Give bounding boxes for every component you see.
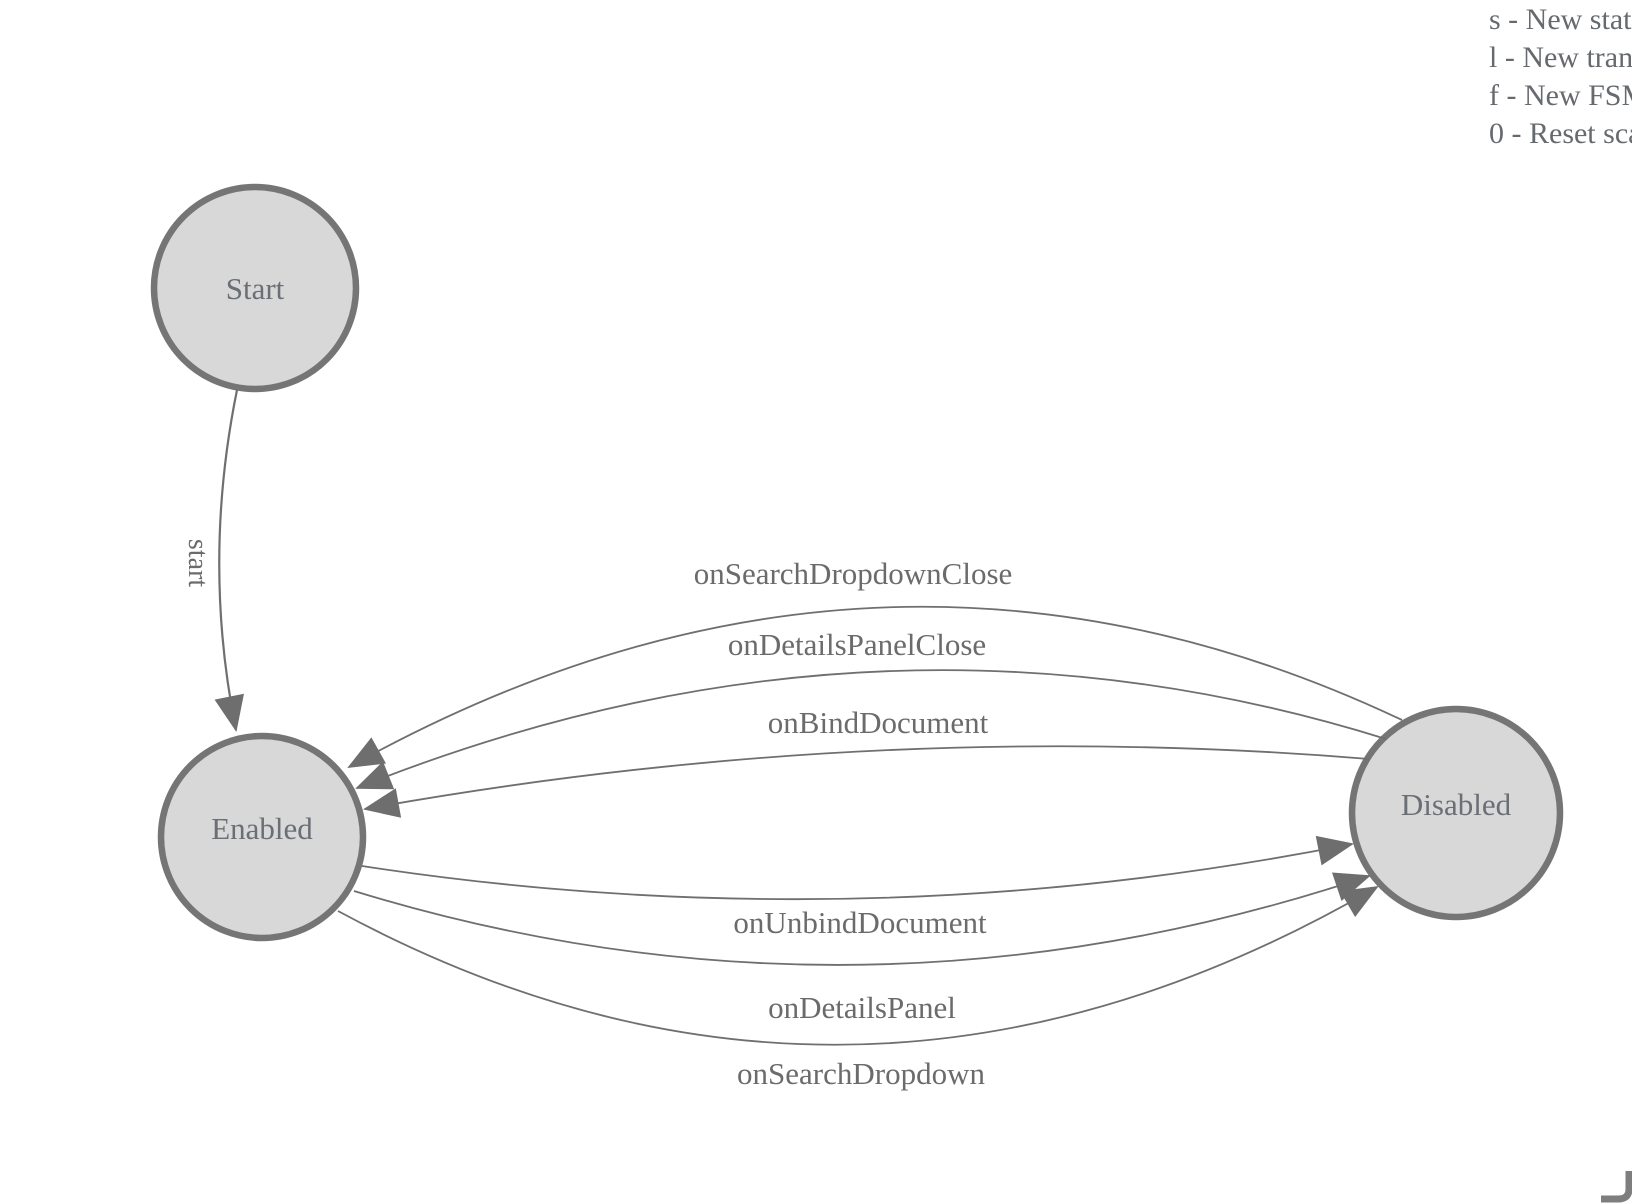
transition-edge-onBindDocument[interactable] bbox=[363, 745, 1370, 818]
state-node-disabled[interactable] bbox=[1348, 705, 1564, 921]
transition-label-onSearchDropdown[interactable]: onSearchDropdown bbox=[737, 1056, 985, 1091]
legend-line-reset-scale: 0 - Reset scale bbox=[1489, 117, 1632, 150]
state-label-start[interactable]: Start bbox=[225, 271, 285, 306]
transition-label-onDetailsPanel[interactable]: onDetailsPanel bbox=[768, 990, 956, 1025]
legend-line-new-fsm: f - New FSM bbox=[1489, 79, 1632, 112]
transition-edge-onSearchDropdown[interactable] bbox=[337, 885, 1379, 1046]
state-node-start[interactable] bbox=[150, 183, 360, 393]
transition-label-start[interactable]: start bbox=[182, 538, 213, 588]
clipped-shape-corner bbox=[1601, 1171, 1632, 1203]
state-label-disabled[interactable]: Disabled bbox=[1400, 787, 1512, 822]
transition-edge-start[interactable] bbox=[214, 389, 244, 732]
transition-edge-onUnbindDocument[interactable] bbox=[361, 835, 1354, 901]
legend-line-new-transition: l - New transition bbox=[1489, 41, 1632, 74]
transition-label-onDetailsPanelClose[interactable]: onDetailsPanelClose bbox=[727, 627, 987, 662]
transition-edge-onSearchDropdownClose[interactable] bbox=[347, 605, 1403, 768]
state-node-enabled[interactable] bbox=[157, 732, 367, 942]
shortcut-legend: s - New state l - New transition f - New… bbox=[1489, 1, 1632, 153]
state-label-enabled[interactable]: Enabled bbox=[211, 811, 313, 846]
legend-line-new-state: s - New state bbox=[1489, 3, 1632, 36]
transition-label-onSearchDropdownClose[interactable]: onSearchDropdownClose bbox=[693, 556, 1013, 591]
transition-edge-onDetailsPanel[interactable] bbox=[353, 872, 1371, 966]
transition-edge-onDetailsPanelClose[interactable] bbox=[355, 669, 1387, 790]
transition-label-onBindDocument[interactable]: onBindDocument bbox=[767, 705, 989, 740]
transition-label-onUnbindDocument[interactable]: onUnbindDocument bbox=[733, 905, 987, 940]
